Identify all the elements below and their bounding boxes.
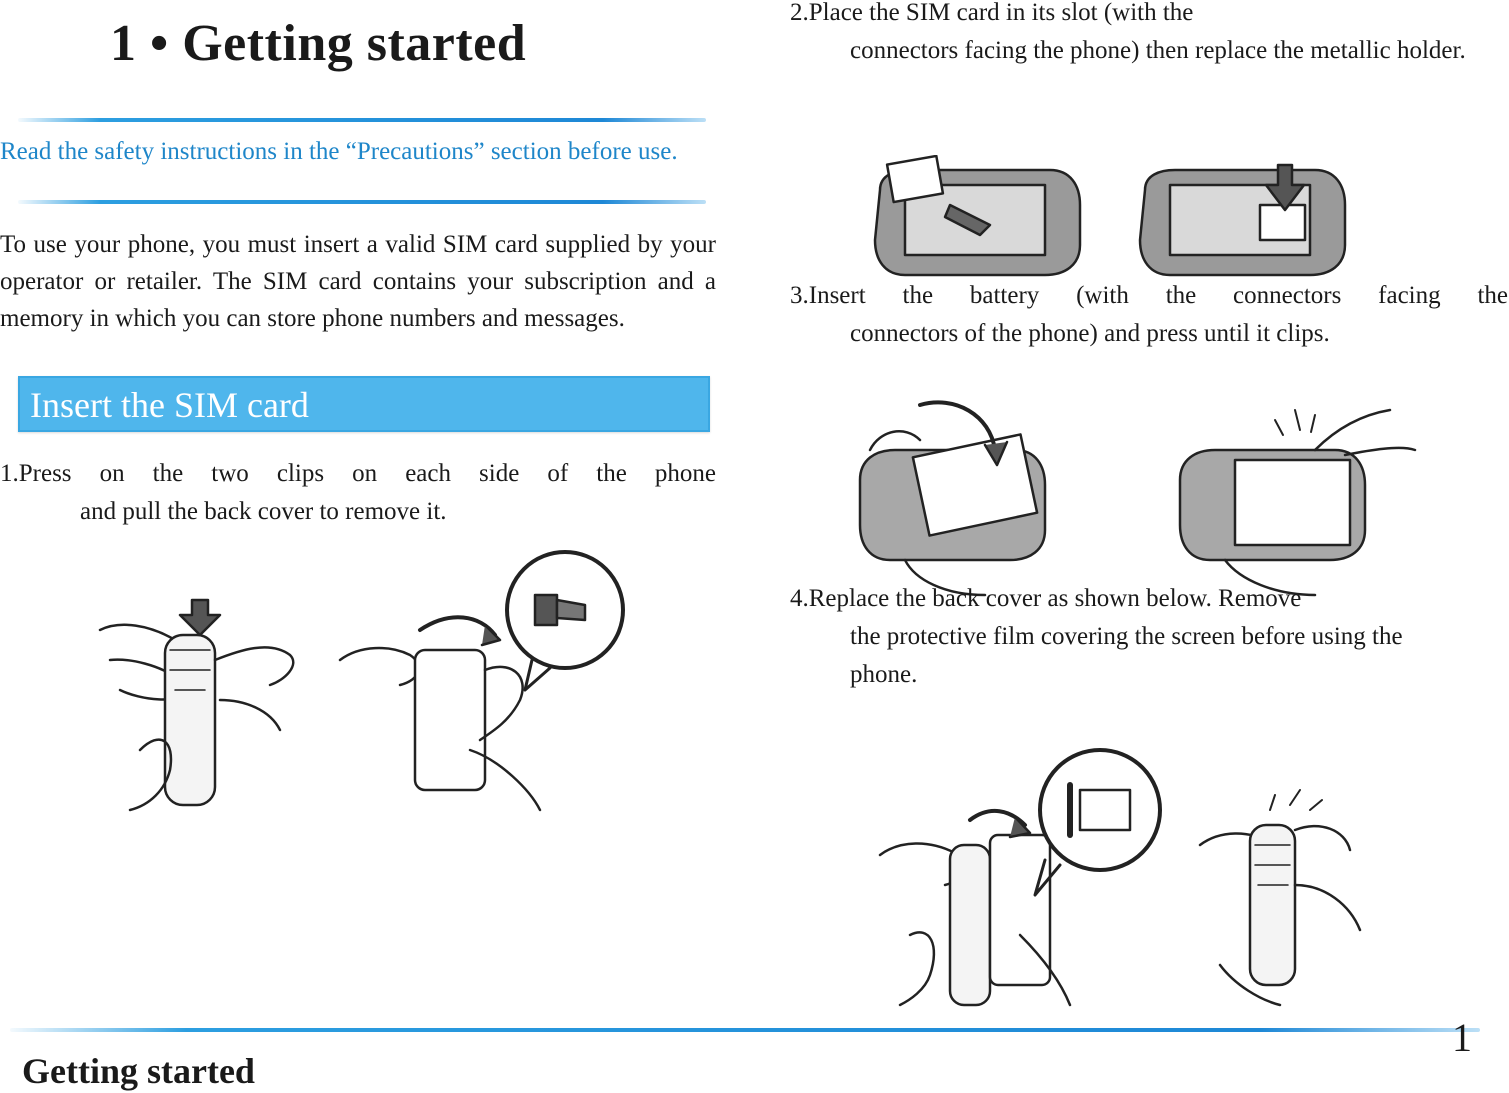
step-1-rest: and pull the back cover to remove it.: [80, 498, 447, 525]
step-1-first-line: 1.Press on the two clips on each side of…: [0, 460, 716, 487]
sim-insert-illustration: [873, 155, 1347, 277]
safety-notice: Read the safety instructions in the “Pre…: [0, 138, 678, 165]
battery-insert-illustration: [858, 400, 1417, 597]
section-heading: Insert the SIM card: [30, 385, 309, 425]
divider-notice: [18, 200, 706, 204]
divider-top: [18, 118, 706, 122]
step-2-first-line: 2.Place the SIM card in its slot (with t…: [790, 0, 1194, 26]
divider-footer: [10, 1028, 1480, 1032]
page-number: 1: [1452, 1015, 1472, 1060]
step-2: 2.Place the SIM card in its slot (with t…: [790, 0, 1505, 70]
footer-title: Getting started: [22, 1051, 255, 1091]
step-1: 1.Press on the two clips on each side of…: [0, 455, 716, 531]
remove-cover-illustration: [98, 550, 625, 812]
intro-paragraph: To use your phone, you must insert a val…: [0, 231, 716, 332]
step-3-rest: connectors of the phone) and press until…: [850, 320, 1330, 347]
step-3: 3.Insert the battery (with the connector…: [790, 277, 1508, 353]
section-heading-bar: Insert the SIM card: [18, 376, 710, 432]
replace-cover-illustration: [878, 748, 1362, 1007]
step-4-first-line: 4.Replace the back cover as shown below.…: [790, 585, 1302, 612]
step-4: 4.Replace the back cover as shown below.…: [790, 580, 1508, 694]
page-title: 1 • Getting started: [110, 15, 527, 72]
step-3-first-line: 3.Insert the battery (with the connector…: [790, 282, 1508, 309]
step-2-rest: connectors facing the phone) then replac…: [850, 37, 1466, 64]
step-4-rest: the protective film covering the screen …: [850, 623, 1403, 688]
